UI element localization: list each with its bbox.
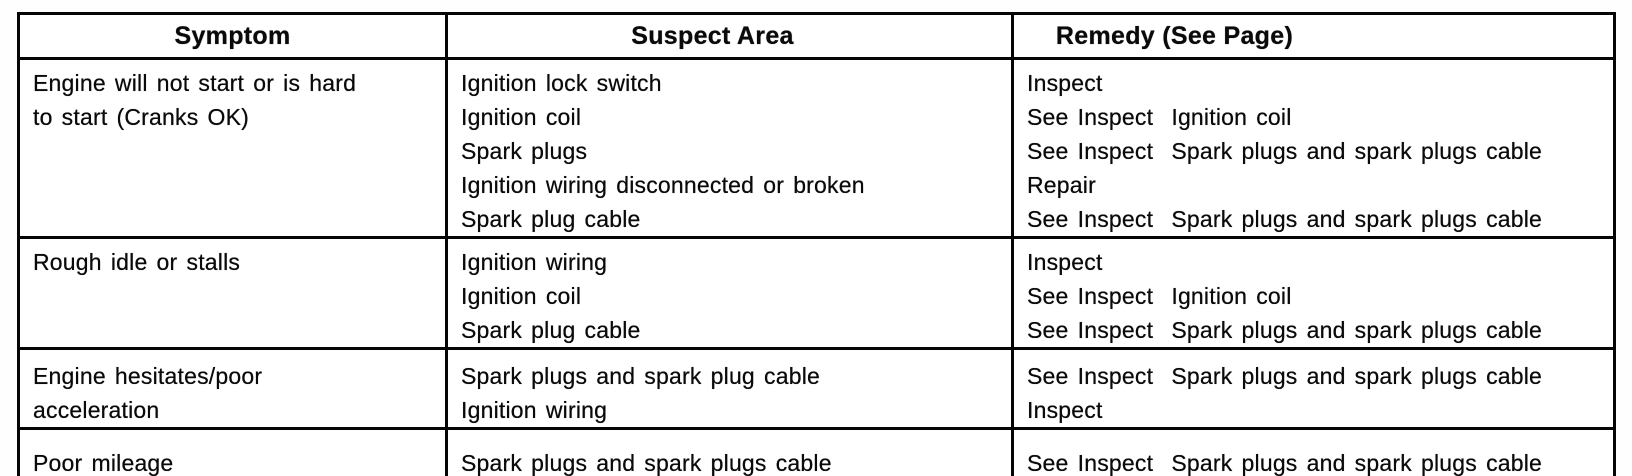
cell-line: See Inspect Ignition coil — [1027, 104, 1292, 130]
cell-line: Ignition wiring — [461, 397, 608, 423]
cell-line: Repair — [1027, 172, 1096, 198]
cell-line: See Inspect Ignition coil — [1027, 283, 1292, 309]
cell-line: Spark plug cable — [461, 317, 641, 343]
cell-line: Ignition lock switch — [461, 70, 662, 96]
cell-line: Engine hesitates/poor — [33, 363, 263, 389]
cell-line: to start (Cranks OK) — [33, 104, 249, 130]
cell-line: See Inspect Spark plugs and spark plugs … — [1027, 317, 1543, 343]
cell-line: See Inspect Spark plugs and spark plugs … — [1027, 138, 1543, 164]
symptom-cell: Rough idle or stalls — [17, 236, 448, 350]
cell-line: Inspect — [1027, 70, 1103, 96]
cell-line: Ignition wiring — [461, 249, 608, 275]
table-row: Poor mileage Spark plugs and spark plugs … — [17, 427, 1616, 476]
symptom-cell: Poor mileage — [17, 427, 448, 476]
header-row: Symptom Suspect Area Remedy (See Page) — [17, 12, 1616, 60]
column-header-suspect-area: Suspect Area — [445, 12, 1014, 60]
cell-line: See Inspect Spark plugs and spark plugs … — [1027, 206, 1543, 232]
troubleshooting-table: Symptom Suspect Area Remedy (See Page) E… — [17, 12, 1616, 476]
cell-line: Ignition coil — [461, 283, 582, 309]
column-header-symptom: Symptom — [17, 12, 448, 60]
cell-line: Poor mileage — [33, 450, 174, 476]
cell-line: Spark plug cable — [461, 206, 641, 232]
column-header-remedy: Remedy (See Page) — [1011, 12, 1616, 60]
cell-line: See Inspect Spark plugs and spark plugs … — [1027, 450, 1543, 476]
cell-line: acceleration — [33, 397, 160, 423]
cell-line: Spark plugs and spark plugs cable — [461, 450, 832, 476]
cell-line: See Inspect Spark plugs and spark plugs … — [1027, 363, 1543, 389]
cell-line: Inspect — [1027, 397, 1103, 423]
cell-line: Inspect — [1027, 249, 1103, 275]
cell-line: Engine will not start or is hard — [33, 70, 357, 96]
symptom-cell: Engine will not start or is hard to start… — [17, 57, 448, 239]
cell-line: Ignition coil — [461, 104, 582, 130]
cell-line: Ignition wiring disconnected or broken — [461, 172, 865, 198]
remedy-cell: See Inspect Spark plugs and spark plugs … — [1011, 427, 1616, 476]
table-row: Engine will not start or is hard to start… — [17, 57, 1616, 239]
symptom-cell: Engine hesitates/poor acceleration — [17, 347, 448, 430]
remedy-cell: See Inspect Spark plugs and spark plugs … — [1011, 347, 1616, 430]
table-body: Engine will not start or is hard to start… — [17, 57, 1616, 476]
cell-line: Spark plugs — [461, 138, 588, 164]
suspect-area-cell: Spark plugs and spark plugs cable — [445, 427, 1014, 476]
table-row: Engine hesitates/poor acceleration Spark p… — [17, 347, 1616, 430]
cell-line: Rough idle or stalls — [33, 249, 241, 275]
cell-line: Spark plugs and spark plug cable — [461, 363, 821, 389]
